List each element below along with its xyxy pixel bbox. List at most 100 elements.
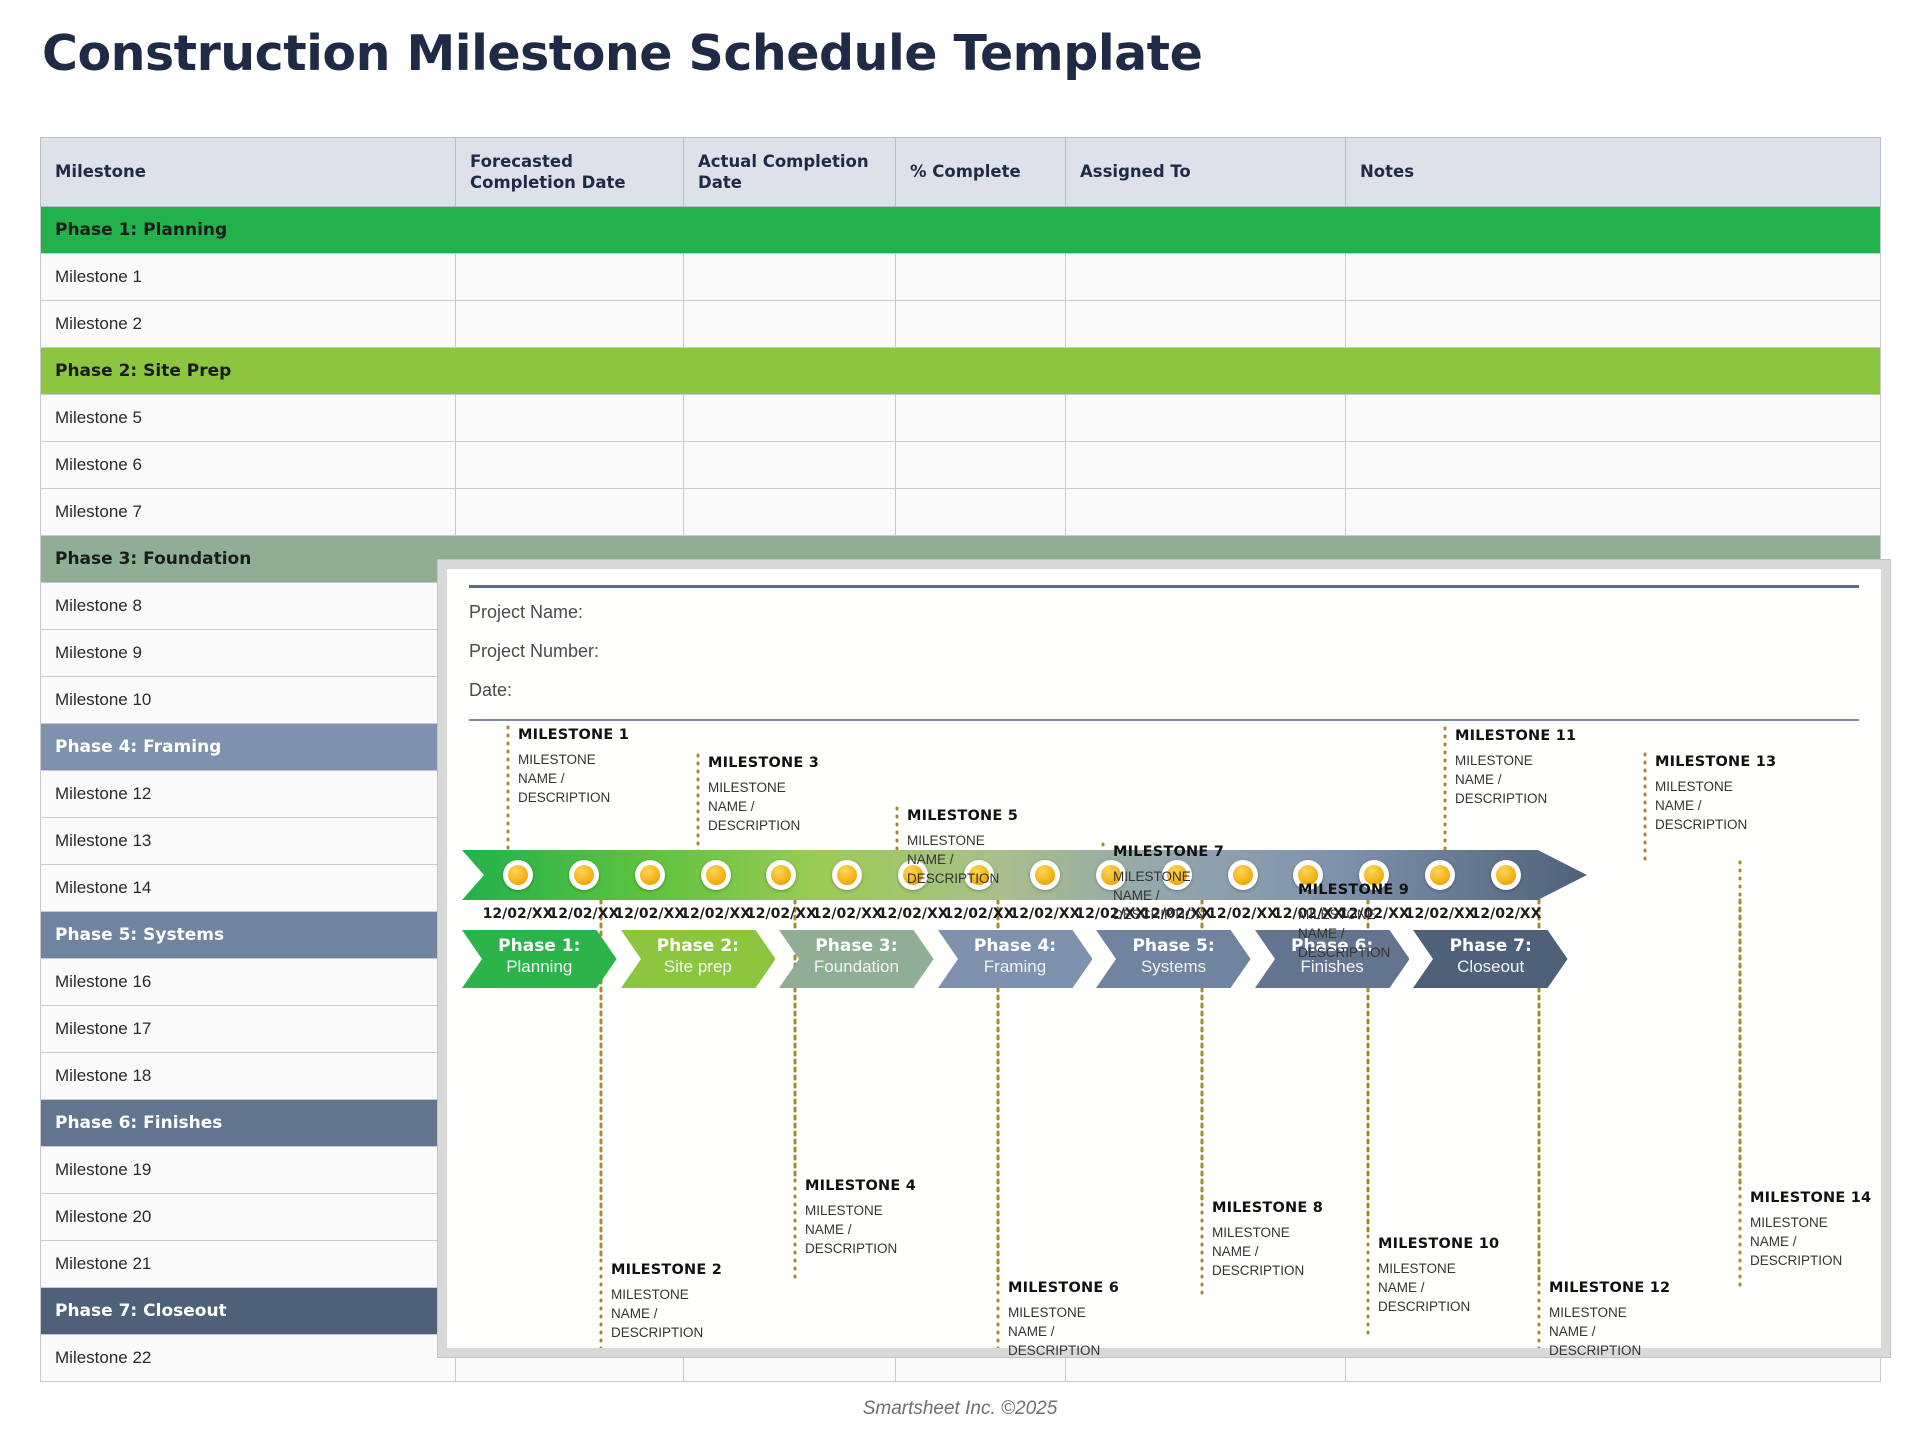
milestone-empty-cell[interactable] (455, 300, 684, 348)
phase-chevron[interactable]: Phase 1:Planning (462, 930, 617, 988)
milestone-marker[interactable] (568, 860, 599, 890)
phase-chevron[interactable]: Phase 4:Framing (937, 930, 1093, 988)
project-field-row[interactable]: Project Name: (469, 602, 1859, 623)
milestone-marker[interactable] (1161, 860, 1192, 890)
milestone-name-cell[interactable]: Milestone 2 (40, 300, 456, 348)
milestone-marker[interactable] (1491, 860, 1521, 890)
milestone-marker[interactable] (1095, 860, 1126, 890)
milestone-marker-dot-icon (639, 865, 660, 885)
milestone-name-cell[interactable]: Milestone 17 (40, 1005, 456, 1053)
milestone-marker[interactable] (1359, 860, 1390, 890)
milestone-empty-cell[interactable] (1065, 300, 1346, 348)
milestone-empty-cell[interactable] (1345, 300, 1881, 348)
milestone-name-cell[interactable]: Milestone 18 (40, 1052, 456, 1100)
table-row[interactable]: Milestone 2 (40, 300, 1881, 348)
milestone-name-cell[interactable]: Milestone 7 (40, 488, 456, 536)
milestone-empty-cell[interactable] (1345, 394, 1881, 442)
column-header-3: % Complete (895, 137, 1066, 207)
milestone-empty-cell[interactable] (683, 488, 896, 536)
phase-chevron[interactable]: Phase 7:Closeout (1413, 930, 1568, 988)
milestone-marker[interactable] (503, 860, 533, 890)
milestone-empty-cell[interactable] (683, 394, 896, 442)
milestone-empty-cell[interactable] (1065, 488, 1346, 536)
milestone-callout-title: MILESTONE 10 (1378, 1236, 1500, 1252)
milestone-marker-dot-icon (771, 865, 792, 885)
milestone-name-cell[interactable]: Milestone 1 (40, 253, 456, 301)
milestone-marker[interactable] (1425, 860, 1456, 890)
milestone-marker-dot-icon (573, 865, 594, 885)
milestone-marker[interactable] (766, 860, 797, 890)
milestone-name-cell[interactable]: Milestone 10 (40, 676, 456, 724)
milestone-empty-cell[interactable] (895, 488, 1066, 536)
milestone-empty-cell[interactable] (1065, 441, 1346, 489)
milestone-name-cell[interactable]: Milestone 9 (40, 629, 456, 677)
table-row[interactable]: Milestone 1 (40, 253, 1881, 301)
milestone-marker[interactable] (1029, 860, 1060, 890)
milestone-empty-cell[interactable] (1065, 253, 1346, 301)
milestone-marker[interactable] (700, 860, 731, 890)
milestone-marker[interactable] (964, 860, 995, 890)
timeline-date-label: 12/02/XX (548, 906, 620, 922)
milestone-name-cell[interactable]: Milestone 6 (40, 441, 456, 489)
phase-chevron-label: Phase 3:Foundation (779, 936, 934, 977)
milestone-name-cell[interactable]: Milestone 8 (40, 582, 456, 630)
milestone-empty-cell[interactable] (1345, 441, 1881, 489)
milestone-marker-dot-icon (508, 865, 528, 885)
project-field-row[interactable]: Date: (469, 680, 1859, 701)
phase-chevron[interactable]: Phase 3:Foundation (779, 930, 934, 988)
milestone-name-cell[interactable]: Milestone 16 (40, 958, 456, 1006)
milestone-empty-cell[interactable] (895, 300, 1066, 348)
milestone-empty-cell[interactable] (895, 441, 1066, 489)
project-field-row[interactable]: Project Number: (469, 641, 1859, 662)
milestone-name-cell[interactable]: Milestone 12 (40, 770, 456, 818)
phase-chevron[interactable]: Phase 5:Systems (1096, 930, 1251, 988)
phase-chevron-shape (620, 930, 776, 988)
timeline-overlay-panel: Project Name: Project Number: Date: (438, 560, 1890, 1360)
milestone-empty-cell[interactable] (455, 441, 684, 489)
milestone-empty-cell[interactable] (455, 488, 684, 536)
milestone-name-cell[interactable]: Milestone 13 (40, 817, 456, 865)
table-row[interactable]: Milestone 5 (40, 394, 1881, 442)
milestone-callout-title: MILESTONE 12 (1549, 1280, 1671, 1296)
milestone-empty-cell[interactable] (455, 253, 684, 301)
milestone-empty-cell[interactable] (1065, 394, 1346, 442)
milestone-name-cell[interactable]: Milestone 14 (40, 864, 456, 912)
milestone-marker[interactable] (1227, 860, 1258, 890)
milestone-name-cell[interactable]: Milestone 5 (40, 394, 456, 442)
milestone-marker[interactable] (1293, 860, 1324, 890)
milestone-empty-cell[interactable] (683, 441, 896, 489)
phase-chevron[interactable]: Phase 2:Site prep (620, 930, 776, 988)
milestone-name-cell[interactable]: Milestone 22 (40, 1334, 456, 1382)
milestone-empty-cell[interactable] (683, 253, 896, 301)
table-row[interactable]: Milestone 6 (40, 441, 1881, 489)
milestone-empty-cell[interactable] (1345, 488, 1881, 536)
milestone-empty-cell[interactable] (683, 300, 896, 348)
table-row[interactable]: Milestone 7 (40, 488, 1881, 536)
milestone-name-cell[interactable]: Milestone 21 (40, 1240, 456, 1288)
milestone-empty-cell[interactable] (455, 394, 684, 442)
milestone-empty-cell[interactable] (895, 253, 1066, 301)
milestone-empty-cell[interactable] (895, 394, 1066, 442)
milestone-empty-cell[interactable] (1345, 253, 1881, 301)
phase-chevron[interactable]: Phase 6:Finishes (1254, 930, 1410, 988)
milestone-marker[interactable] (832, 860, 863, 890)
milestone-name-cell[interactable]: Milestone 19 (40, 1146, 456, 1194)
milestone-marker[interactable] (634, 860, 665, 890)
milestone-name-cell[interactable]: Milestone 20 (40, 1193, 456, 1241)
milestone-marker[interactable] (898, 860, 929, 890)
